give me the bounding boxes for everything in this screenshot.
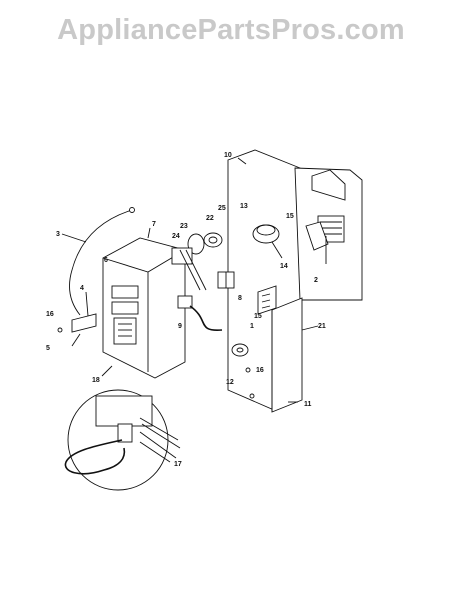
wire-cord — [69, 207, 135, 316]
callout-7: 7 — [152, 221, 156, 228]
callout-15b: 15 — [254, 313, 262, 320]
connector-part — [177, 295, 223, 331]
callout-14: 14 — [280, 263, 288, 270]
callout-17: 17 — [174, 461, 182, 468]
callout-22: 22 — [206, 215, 214, 222]
control-housing — [102, 237, 186, 379]
callout-25: 25 — [218, 205, 226, 212]
callout-16b: 16 — [256, 367, 264, 374]
callout-6: 6 — [104, 257, 108, 264]
callout-11: 11 — [304, 401, 312, 408]
callout-21: 21 — [318, 323, 326, 330]
screw-parts — [57, 327, 255, 399]
callout-3: 3 — [56, 231, 60, 238]
callout-23: 23 — [180, 223, 188, 230]
callout-8: 8 — [238, 295, 242, 302]
callout-10: 10 — [224, 152, 232, 159]
detail-circle — [64, 389, 181, 491]
leader-lines — [61, 157, 327, 463]
knob-part — [231, 343, 249, 357]
callout-4: 4 — [80, 285, 84, 292]
callout-15: 15 — [286, 213, 294, 220]
watermark-text: AppliancePartsPros.com — [57, 14, 405, 46]
callout-2: 2 — [314, 277, 318, 284]
callout-16: 16 — [46, 311, 54, 318]
callout-18: 18 — [92, 377, 100, 384]
switch-part — [217, 271, 235, 289]
callout-1: 1 — [250, 323, 254, 330]
bracket-part — [71, 313, 97, 333]
callout-13: 13 — [240, 203, 248, 210]
motor-assembly — [171, 224, 283, 291]
callout-24: 24 — [172, 233, 180, 240]
back-plate — [271, 297, 303, 413]
callout-5: 5 — [46, 345, 50, 352]
callout-12: 12 — [226, 379, 234, 386]
callout-9: 9 — [178, 323, 182, 330]
